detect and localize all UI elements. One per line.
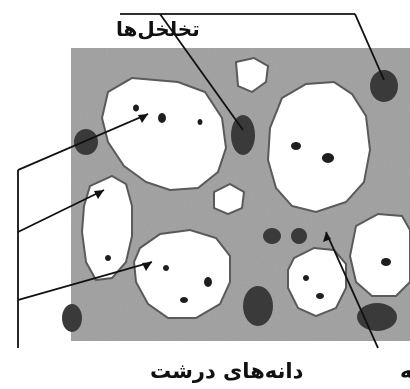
label-inclusions: تخلخل‌ها: [116, 17, 200, 41]
label-coarse-grains: دانه‌های درشت: [150, 359, 304, 383]
pore: [291, 142, 301, 150]
dark-particle: [291, 228, 307, 244]
dark-particle: [74, 129, 98, 155]
pore: [204, 277, 212, 287]
dark-particle: [263, 228, 281, 244]
dark-particle: [231, 115, 255, 155]
pore: [322, 153, 334, 163]
pore: [198, 119, 203, 125]
dark-particle: [357, 303, 397, 331]
pore: [105, 255, 111, 261]
dark-particle: [62, 304, 82, 332]
label-matrix: زمینه: [400, 359, 410, 383]
grain: [350, 214, 410, 296]
pore: [133, 105, 139, 112]
dark-particle: [370, 70, 398, 102]
pore: [180, 297, 188, 303]
pore: [303, 275, 309, 281]
pore: [381, 258, 391, 266]
grain: [268, 82, 370, 212]
pore: [163, 265, 169, 271]
grain: [134, 230, 230, 318]
pore: [158, 113, 166, 123]
grain: [82, 176, 132, 280]
pore: [316, 293, 324, 299]
dark-particle: [243, 286, 273, 326]
